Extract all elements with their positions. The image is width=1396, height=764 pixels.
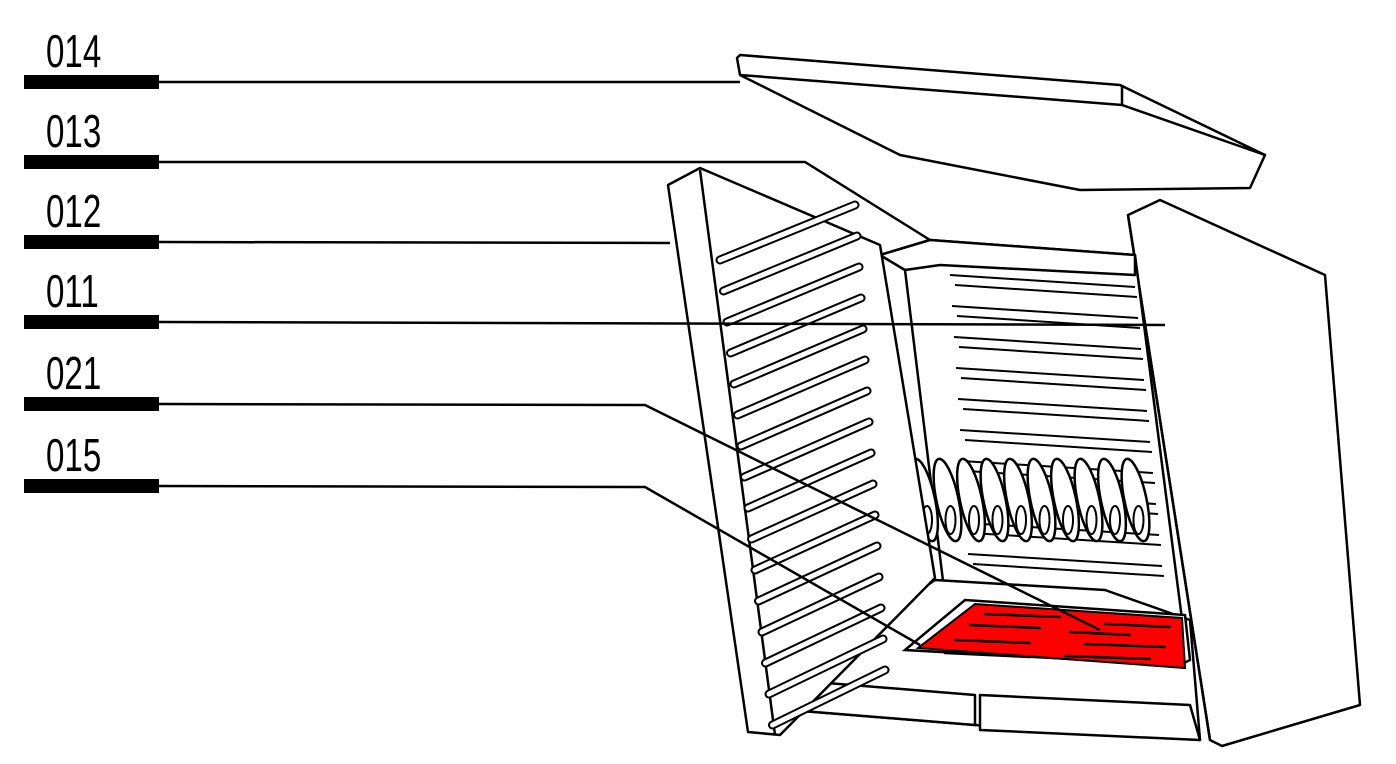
grate-slot bbox=[1068, 630, 1132, 637]
back-rib bbox=[949, 274, 1136, 288]
back-rib bbox=[951, 305, 1139, 319]
leader-line bbox=[158, 402, 1101, 632]
callout-label: 014 bbox=[46, 27, 101, 77]
callout-021: 021 bbox=[24, 349, 1101, 632]
callout-015: 015 bbox=[24, 431, 921, 647]
callout-012: 012 bbox=[24, 187, 671, 249]
grate-slot bbox=[1063, 654, 1152, 661]
left-side-panel bbox=[666, 166, 937, 737]
back-rib bbox=[953, 336, 1142, 350]
back-rib bbox=[959, 429, 1151, 443]
leader-line bbox=[158, 320, 1166, 327]
leader-line bbox=[158, 484, 921, 647]
leader-line bbox=[158, 240, 671, 245]
callout-label: 021 bbox=[46, 349, 101, 399]
grate-slot bbox=[983, 612, 1062, 619]
callout-bar bbox=[24, 155, 159, 169]
top-baffle-plate bbox=[735, 53, 1267, 192]
callout-013: 013 bbox=[24, 107, 931, 242]
callout-bar bbox=[24, 397, 159, 411]
callout-bar bbox=[24, 479, 159, 493]
back-rib bbox=[957, 398, 1148, 412]
grate-plate bbox=[915, 602, 1187, 670]
callout-014: 014 bbox=[24, 27, 740, 89]
callout-bar bbox=[24, 235, 159, 249]
callout-label: 015 bbox=[46, 431, 101, 481]
callout-bar bbox=[24, 75, 159, 89]
grate-slot bbox=[1103, 622, 1172, 629]
grate-slot bbox=[943, 651, 1032, 659]
callout-label: 012 bbox=[46, 187, 101, 237]
leader-line bbox=[159, 160, 931, 242]
callout-bar bbox=[24, 315, 159, 329]
callout-label: 011 bbox=[46, 267, 99, 317]
grate bbox=[901, 598, 1192, 670]
back-rib bbox=[955, 367, 1145, 381]
back-rib bbox=[967, 553, 1163, 567]
grate-slot bbox=[953, 638, 1032, 645]
grate-slot bbox=[1083, 642, 1167, 649]
spiral-coil bbox=[1120, 457, 1151, 543]
callout-label: 013 bbox=[46, 107, 101, 157]
grate-slot bbox=[968, 623, 1042, 630]
callout-011: 011 bbox=[24, 267, 1166, 329]
